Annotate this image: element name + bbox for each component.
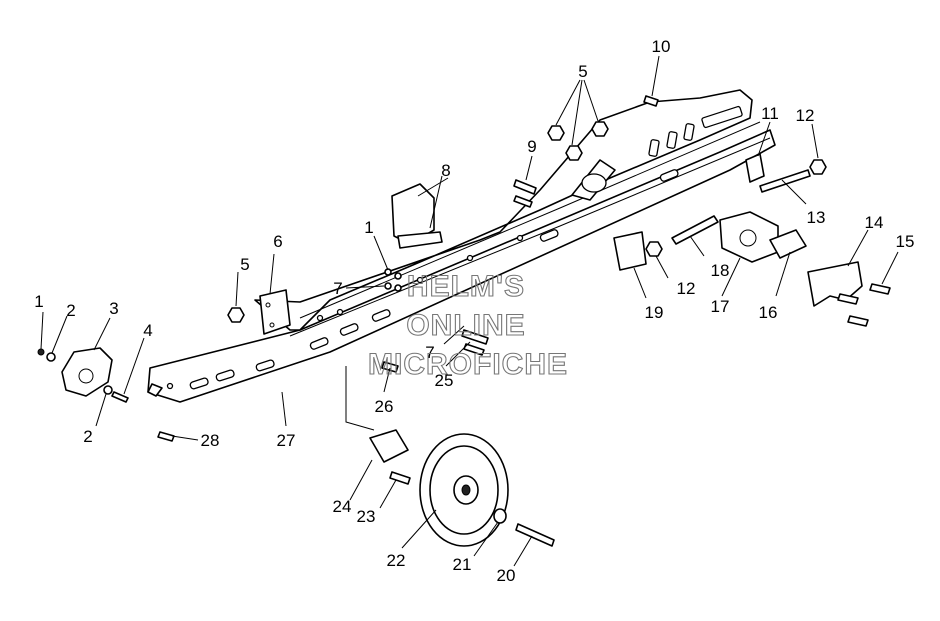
bolt-part-10: [643, 95, 659, 107]
callout-8: 8: [441, 161, 450, 180]
rail-upper-plate: [254, 89, 753, 331]
callout-2-lower: 2: [83, 427, 92, 446]
callout-6: 6: [273, 232, 282, 251]
callout-11: 11: [761, 104, 779, 123]
callout-14: 14: [865, 213, 884, 232]
spacer-part-24: [369, 429, 409, 463]
watermark-line-3: MICROFICHE: [368, 348, 568, 381]
callout-26: 26: [375, 397, 394, 416]
bolt-part-15: [869, 283, 891, 295]
watermark-line-2: ONLINE: [406, 309, 525, 342]
callout-20: 20: [497, 566, 516, 585]
callout-12-center: 12: [677, 279, 696, 298]
washer-part-21: [493, 508, 507, 524]
callout-13: 13: [807, 208, 826, 227]
bracket-part-11: [745, 153, 765, 183]
bracket-part-8: [391, 183, 435, 245]
callout-labels: 1 2 3 4 2 5 6 1 7 8 5 9 10 11 12 13 14 1…: [34, 37, 914, 585]
callout-22: 22: [387, 551, 406, 570]
block-part-19: [613, 231, 647, 271]
bushing-part-16: [769, 229, 807, 259]
washer-part-2-lower: [103, 385, 113, 395]
callout-18: 18: [711, 261, 730, 280]
plate-part-6: [259, 289, 291, 335]
callout-17: 17: [711, 297, 730, 316]
callout-7-upper: 7: [333, 279, 342, 298]
callout-1-center: 1: [364, 218, 373, 237]
rail-assembly: [147, 89, 776, 403]
callout-9: 9: [527, 137, 536, 156]
callout-25: 25: [435, 371, 454, 390]
callout-15: 15: [896, 232, 915, 251]
watermark: HELM'S ONLINE MICROFICHE: [367, 269, 568, 381]
callout-21: 21: [453, 555, 472, 574]
callout-19: 19: [645, 303, 664, 322]
block-part-17: [719, 211, 779, 263]
nut-part-5: [227, 307, 245, 323]
callout-7-lower: 7: [425, 343, 434, 362]
bolt-part-4: [111, 391, 129, 403]
wheel-part-22: [419, 433, 509, 547]
callout-24: 24: [333, 497, 352, 516]
callout-1: 1: [34, 292, 43, 311]
callout-12-right: 12: [796, 106, 815, 125]
washer-part-2: [46, 352, 56, 362]
callout-2: 2: [66, 301, 75, 320]
callout-5-upper: 5: [578, 62, 587, 81]
callout-28: 28: [201, 431, 220, 450]
pin-part-18: [671, 215, 719, 245]
watermark-line-1: HELM'S: [407, 270, 525, 303]
callout-5-left: 5: [240, 255, 249, 274]
nut-part-1: [37, 348, 45, 356]
callout-10: 10: [652, 37, 671, 56]
callout-3: 3: [109, 299, 118, 318]
end-cap-part-3: [61, 347, 113, 397]
bolt-part-13: [759, 169, 811, 193]
bolt-part-20: [515, 523, 555, 547]
bolt-part-23: [389, 471, 411, 485]
callout-4: 4: [143, 321, 152, 340]
bolt-part-9: [513, 179, 537, 195]
callout-16: 16: [759, 303, 778, 322]
bolt-part-25: [461, 329, 489, 345]
rivet-part-28: [157, 431, 175, 442]
callout-23: 23: [357, 507, 376, 526]
nut-part-12: [809, 159, 827, 175]
fastener-part-26: [381, 361, 399, 373]
callout-27: 27: [277, 431, 296, 450]
leader-lines: [40, 55, 899, 567]
